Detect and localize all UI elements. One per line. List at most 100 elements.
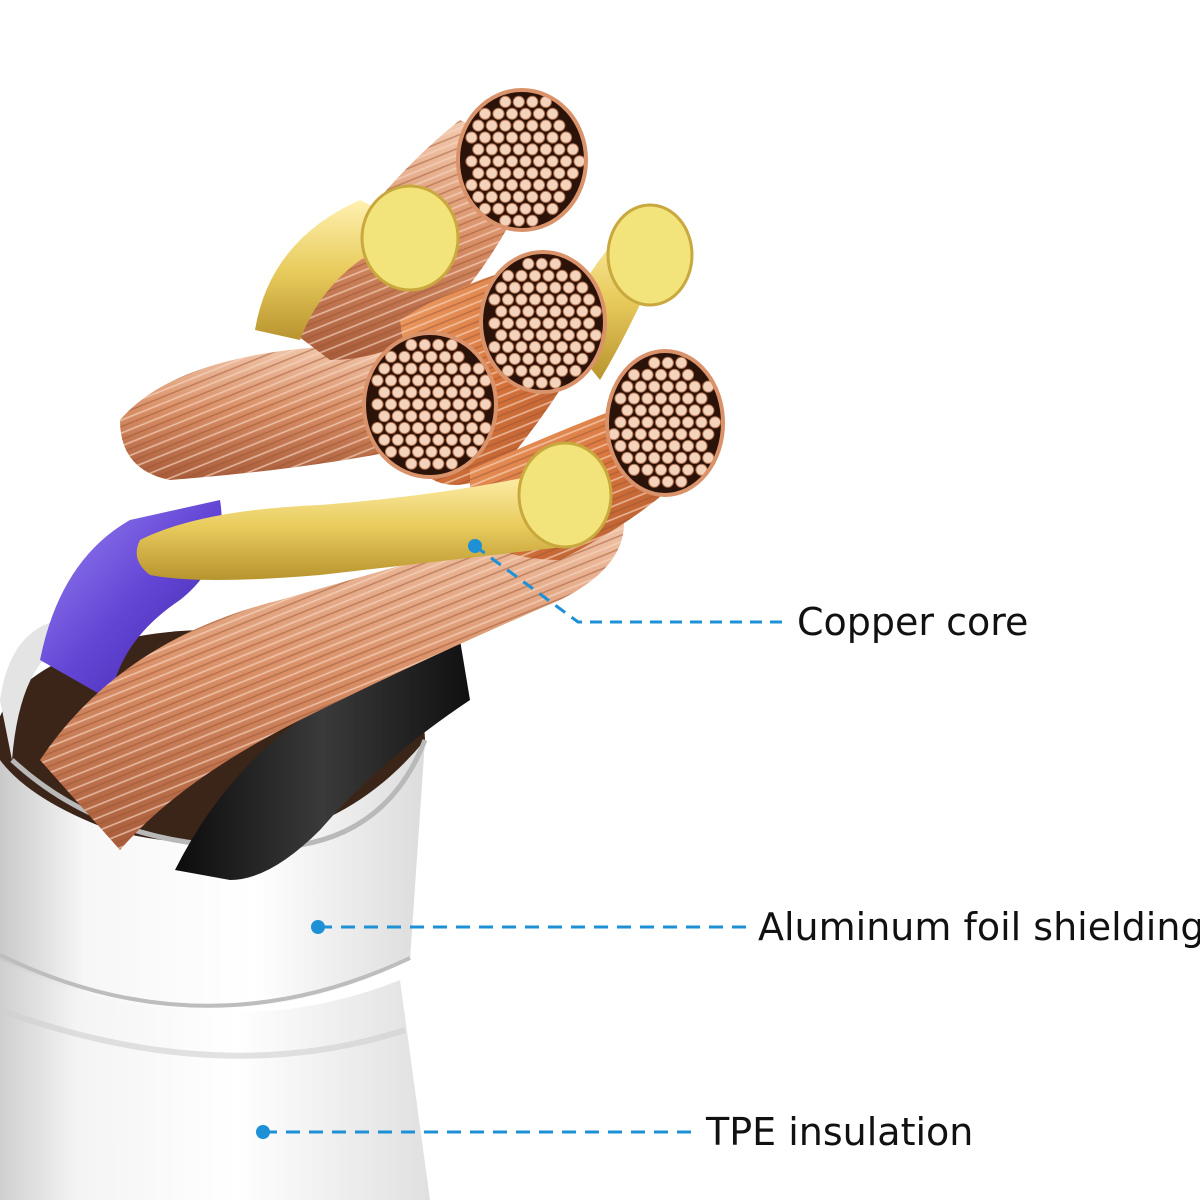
copper-strand [500, 120, 511, 131]
copper-strand [635, 429, 646, 440]
copper-strand [649, 452, 660, 463]
copper-strand [533, 203, 544, 214]
copper-strand [649, 405, 660, 416]
copper-strand [570, 365, 581, 376]
copper-strand [453, 422, 464, 433]
copper-strand [527, 168, 538, 179]
copper-strand [676, 357, 687, 368]
copper-strand [642, 369, 653, 380]
copper-strand [536, 377, 547, 388]
copper-strand [446, 387, 457, 398]
copper-core-end [481, 252, 605, 392]
copper-strand [399, 375, 410, 386]
copper-strand [622, 405, 633, 416]
copper-strand [509, 306, 520, 317]
copper-strand [489, 318, 500, 329]
copper-strand [642, 393, 653, 404]
copper-strand [506, 179, 517, 190]
copper-strand [392, 411, 403, 422]
copper-strand [513, 144, 524, 155]
copper-strand [520, 203, 531, 214]
copper-strand [543, 365, 554, 376]
copper-strand [500, 168, 511, 179]
copper-strand [506, 108, 517, 119]
copper-strand [642, 440, 653, 451]
copper-strand [479, 179, 490, 190]
copper-strand [460, 411, 471, 422]
copper-strand [406, 434, 417, 445]
copper-strand [540, 168, 551, 179]
copper-strand [536, 353, 547, 364]
copper-strand [486, 144, 497, 155]
copper-strand [506, 156, 517, 167]
copper-strand [543, 270, 554, 281]
copper-strand [446, 363, 457, 374]
copper-strand [533, 156, 544, 167]
copper-strand [473, 411, 484, 422]
copper-strand [392, 363, 403, 374]
copper-strand [682, 369, 693, 380]
copper-strand [433, 387, 444, 398]
copper-strand [385, 422, 396, 433]
copper-strand [426, 399, 437, 410]
copper-strand [669, 440, 680, 451]
copper-strand [460, 387, 471, 398]
copper-strand [516, 270, 527, 281]
copper-strand [556, 365, 567, 376]
copper-strand [426, 446, 437, 457]
copper-strand [433, 458, 444, 469]
copper-strand [406, 339, 417, 350]
copper-strand [540, 120, 551, 131]
copper-strand [516, 318, 527, 329]
copper-strand [473, 120, 484, 131]
copper-strand [563, 330, 574, 341]
copper-strand [486, 120, 497, 131]
copper-strand [453, 446, 464, 457]
copper-strand [399, 446, 410, 457]
copper-strand [563, 282, 574, 293]
copper-strand [446, 458, 457, 469]
copper-strand [655, 464, 666, 475]
copper-strand [486, 191, 497, 202]
copper-strand [392, 434, 403, 445]
copper-strand [529, 365, 540, 376]
copper-core-end [607, 351, 723, 495]
copper-strand [689, 429, 700, 440]
copper-strand [419, 339, 430, 350]
copper-strand [406, 363, 417, 374]
copper-strand [502, 270, 513, 281]
copper-strand [509, 353, 520, 364]
copper-strand [689, 452, 700, 463]
copper-strand [567, 168, 578, 179]
copper-core-end [364, 333, 496, 477]
copper-strand [513, 120, 524, 131]
copper-strand [473, 434, 484, 445]
copper-strand [556, 294, 567, 305]
copper-strand [480, 399, 491, 410]
copper-strand [385, 446, 396, 457]
copper-strand [622, 381, 633, 392]
copper-strand [439, 351, 450, 362]
copper-strand [486, 168, 497, 179]
copper-strand [567, 144, 578, 155]
copper-strand [550, 306, 561, 317]
copper-strand [529, 318, 540, 329]
copper-strand [372, 422, 383, 433]
copper-strand [426, 375, 437, 386]
copper-strand [379, 411, 390, 422]
copper-strand [419, 387, 430, 398]
copper-strand [676, 452, 687, 463]
copper-strand [496, 353, 507, 364]
copper-strand [570, 294, 581, 305]
copper-strand [563, 353, 574, 364]
copper-strand [536, 306, 547, 317]
copper-strand [649, 357, 660, 368]
copper-strand [446, 411, 457, 422]
copper-strand [662, 476, 673, 487]
copper-strand [473, 387, 484, 398]
copper-strand [379, 363, 390, 374]
copper-strand [500, 96, 511, 107]
copper-strand [649, 476, 660, 487]
copper-strand [560, 156, 571, 167]
copper-strand [479, 156, 490, 167]
